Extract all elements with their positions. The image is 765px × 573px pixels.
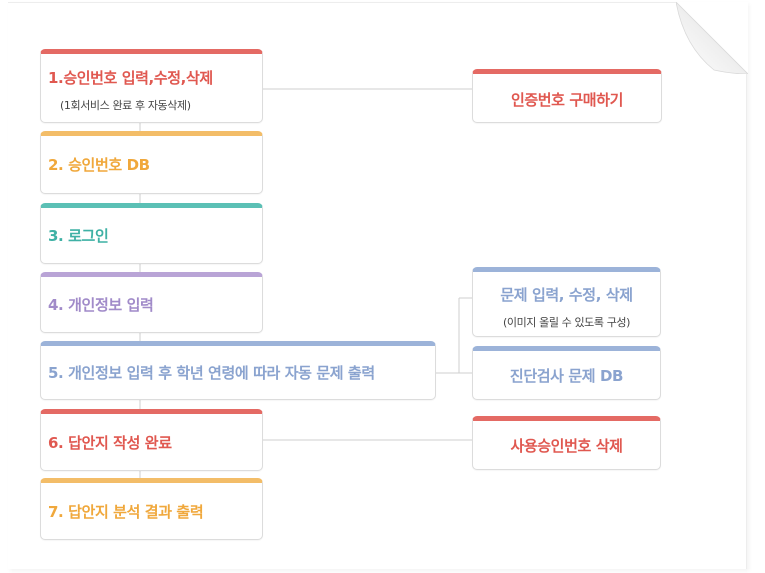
step-6-label: 6. 답안지 작성 완료: [48, 434, 172, 452]
step-1-label: 1.승인번호 입력,수정,삭제: [48, 69, 213, 87]
side-purchase-box: 인증번호 구매하기: [472, 69, 662, 123]
step-1-sub: (1회서비스 완료 후 자동삭제): [60, 99, 191, 112]
connector-5-bracket: [436, 297, 472, 374]
page-curl-corner: [676, 2, 748, 74]
step-2-box: 2. 승인번호 DB: [40, 131, 263, 194]
side-question-edit-box: 문제 입력, 수정, 삭제 (이미지 올릴 수 있도록 구성): [472, 267, 661, 337]
side-delete-approval-box: 사용승인번호 삭제: [472, 416, 661, 470]
side-purchase-label: 인증번호 구매하기: [510, 91, 624, 109]
step-4-box: 4. 개인정보 입력: [40, 272, 263, 333]
step-4-label: 4. 개인정보 입력: [48, 296, 154, 314]
step-7-box: 7. 답안지 분석 결과 출력: [40, 478, 263, 540]
step-3-label: 3. 로그인: [48, 227, 109, 245]
step-6-box: 6. 답안지 작성 완료: [40, 409, 263, 471]
step-5-label: 5. 개인정보 입력 후 학년 연령에 따라 자동 문제 출력: [48, 364, 375, 382]
step-1-box: 1.승인번호 입력,수정,삭제 (1회서비스 완료 후 자동삭제): [40, 49, 263, 123]
side-question-edit-sub: (이미지 올릴 수 있도록 구성): [502, 316, 631, 329]
side-question-db-box: 진단검사 문제 DB: [472, 346, 661, 400]
step-5-box: 5. 개인정보 입력 후 학년 연령에 따라 자동 문제 출력: [40, 341, 436, 400]
step-2-label: 2. 승인번호 DB: [48, 156, 150, 174]
side-question-db-label: 진단검사 문제 DB: [509, 367, 624, 385]
step-3-box: 3. 로그인: [40, 203, 263, 264]
side-question-edit-label: 문제 입력, 수정, 삭제: [500, 286, 633, 304]
step-7-label: 7. 답안지 분석 결과 출력: [48, 503, 204, 521]
side-delete-approval-label: 사용승인번호 삭제: [510, 437, 623, 455]
